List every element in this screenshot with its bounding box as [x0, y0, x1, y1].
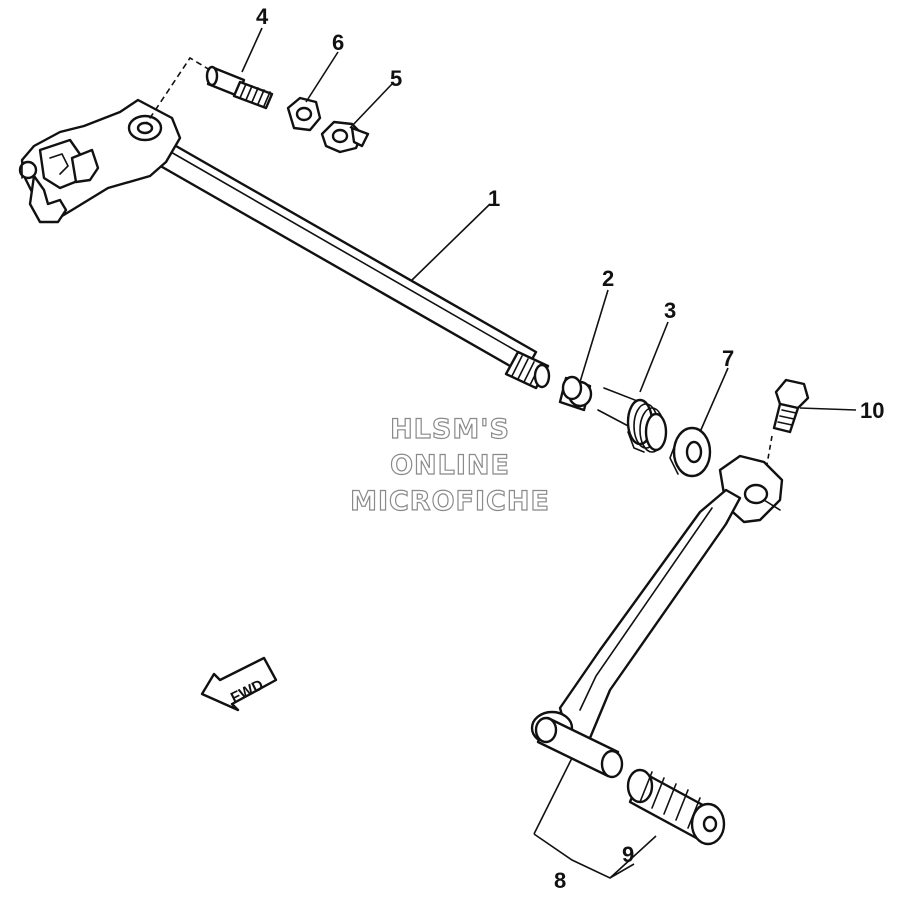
- callout-10: 10: [860, 398, 884, 423]
- shift-pedal-part-8: [530, 454, 784, 779]
- lock-washer-part-5: [320, 120, 370, 154]
- callout-3: 3: [664, 298, 676, 323]
- callout-1: 1: [488, 186, 500, 211]
- watermark-line-2: ONLINE: [390, 450, 510, 481]
- footpeg-rubber-part-9: [626, 768, 726, 846]
- stud-bolt-part-4: [145, 56, 274, 125]
- fwd-arrow: FWD: [200, 656, 278, 712]
- washer-part-7: [669, 426, 712, 478]
- callout-5: 5: [390, 66, 402, 91]
- callout-leaders: [241, 27, 857, 879]
- torsion-spring-part-3: [597, 387, 668, 453]
- callout-4: 4: [256, 4, 269, 29]
- watermark: HLSM'S ONLINE MICROFICHE: [349, 413, 550, 517]
- callout-7: 7: [722, 346, 734, 371]
- callout-6: 6: [332, 30, 344, 55]
- watermark-line-3: MICROFICHE: [350, 486, 550, 517]
- callout-8: 8: [554, 868, 566, 893]
- watermark-line-1: HLSM'S: [390, 414, 510, 445]
- nut-part-6: [286, 96, 322, 132]
- collar-part-2: [558, 375, 593, 412]
- bolt-part-10: [765, 378, 810, 471]
- shift-shaft-part-1: [18, 98, 551, 390]
- callout-9: 9: [622, 842, 634, 867]
- callout-2: 2: [602, 266, 614, 291]
